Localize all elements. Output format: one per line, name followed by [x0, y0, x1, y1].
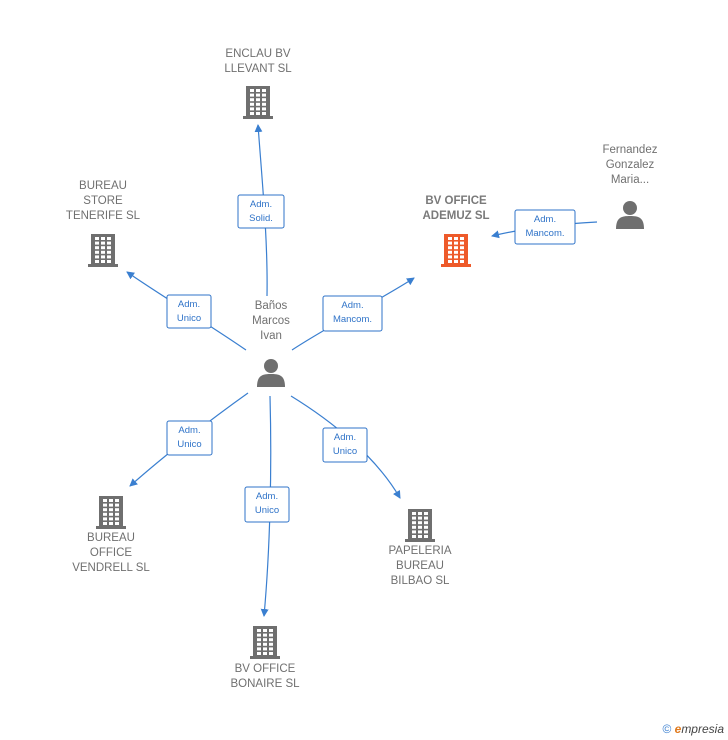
brand-name: mpresia [681, 722, 724, 736]
person-icon [616, 201, 644, 229]
role-badge-text: Adm. [256, 491, 278, 502]
node-fernandez[interactable]: FernandezGonzalezMaria... [603, 144, 658, 229]
edge-banos-to-bv-office-bonaire: Adm. Unico [244, 395, 290, 617]
role-badge[interactable]: Adm. Unico [166, 294, 212, 329]
watermark: © empresia [662, 722, 724, 736]
building-icon [405, 509, 435, 542]
role-badge-text: Adm. [334, 432, 356, 443]
role-badge[interactable]: Adm. Unico [244, 486, 290, 523]
building-icon [441, 234, 471, 267]
role-badge-text: Unico [255, 505, 279, 516]
edge-banos-to-bv-office-ademuz: Adm. Mancom. [291, 277, 415, 351]
role-badge-box [166, 420, 213, 456]
edge-fernandez-to-bv-office-ademuz: Adm. Mancom. [491, 209, 598, 245]
role-badge-text: Adm. [534, 214, 556, 225]
nodes-layer: ENCLAU BV LLEVANT SL BUREAU STORE TENERIFE S… [66, 48, 658, 690]
node-bv-office-bonaire[interactable]: BV OFFICE BONAIRE SL [230, 626, 300, 690]
edge-banos-to-bureau-vendrell: Adm. Unico [129, 392, 249, 487]
node-label: BV OFFICE [425, 195, 487, 207]
node-bureau-vendrell[interactable]: BUREAU OFFICE VENDRELL SL [72, 496, 150, 574]
building-icon [88, 234, 118, 267]
role-badge-box [514, 209, 576, 245]
edges-layer: Adm.Solid.Adm.UnicoAdm.Mancom.Adm.Mancom… [126, 124, 598, 617]
node-enclau[interactable]: ENCLAU BV LLEVANT SL [224, 48, 292, 119]
node-bureau-store[interactable]: BUREAU STORE TENERIFE SL [66, 180, 141, 267]
node-label: Marcos [252, 315, 290, 327]
node-label: BUREAU [396, 560, 444, 572]
role-badge-text: Mancom. [525, 228, 564, 239]
node-label: LLEVANT SL [224, 63, 292, 75]
role-badge-text: Adm. [341, 300, 363, 311]
role-badge-text: Adm. [250, 199, 272, 210]
role-badge[interactable]: Adm. Unico [322, 427, 368, 463]
role-badge-box [322, 295, 383, 332]
node-label: BILBAO SL [391, 575, 450, 587]
node-label: Gonzalez [606, 159, 655, 171]
node-label: BONAIRE SL [230, 678, 300, 690]
node-label: Fernandez [603, 144, 658, 156]
role-badge-box [166, 294, 212, 329]
node-bv-office-ademuz[interactable]: BV OFFICE ADEMUZ SL [422, 195, 490, 267]
building-icon [243, 86, 273, 119]
node-label: ADEMUZ SL [422, 210, 489, 222]
node-label: VENDRELL SL [72, 562, 150, 574]
node-label: Baños [255, 300, 288, 312]
brand-initial: e [674, 722, 682, 736]
role-badge-text: Adm. [178, 425, 200, 436]
node-label: BUREAU [79, 180, 127, 192]
node-label: ENCLAU BV [225, 48, 291, 60]
role-badge-text: Unico [177, 439, 201, 450]
node-label: TENERIFE SL [66, 210, 141, 222]
role-badge-text: Unico [333, 446, 357, 457]
person-icon [257, 359, 285, 387]
node-label: PAPELERIA [388, 545, 451, 557]
role-badge-text: Unico [177, 313, 201, 324]
node-label: Ivan [260, 330, 282, 342]
role-badge-box [244, 486, 290, 523]
edge-banos-to-enclau: Adm. Solid. [237, 124, 285, 297]
node-label: BUREAU [87, 532, 135, 544]
node-label: OFFICE [90, 547, 132, 559]
role-badge-box [322, 427, 368, 463]
role-badge-box [237, 194, 285, 229]
edge-banos-to-bureau-store: Adm. Unico [126, 271, 247, 351]
building-icon [250, 626, 280, 659]
node-label: STORE [83, 195, 123, 207]
role-badge[interactable]: Adm. Solid. [237, 194, 285, 229]
role-badge-text: Mancom. [333, 314, 372, 325]
role-badge-text: Adm. [178, 299, 200, 310]
node-label: BV OFFICE [235, 663, 296, 675]
node-label: Maria... [611, 174, 649, 186]
edge-banos-to-papeleria: Adm. Unico [290, 395, 401, 499]
role-badge[interactable]: Adm. Unico [166, 420, 213, 456]
building-icon [96, 496, 126, 529]
role-badge[interactable]: Adm. Mancom. [514, 209, 576, 245]
node-papeleria[interactable]: PAPELERIA BUREAU BILBAO SL [388, 509, 452, 587]
copyright-icon: © [662, 722, 672, 736]
role-badge[interactable]: Adm. Mancom. [322, 295, 383, 332]
role-badge-text: Solid. [249, 213, 273, 224]
